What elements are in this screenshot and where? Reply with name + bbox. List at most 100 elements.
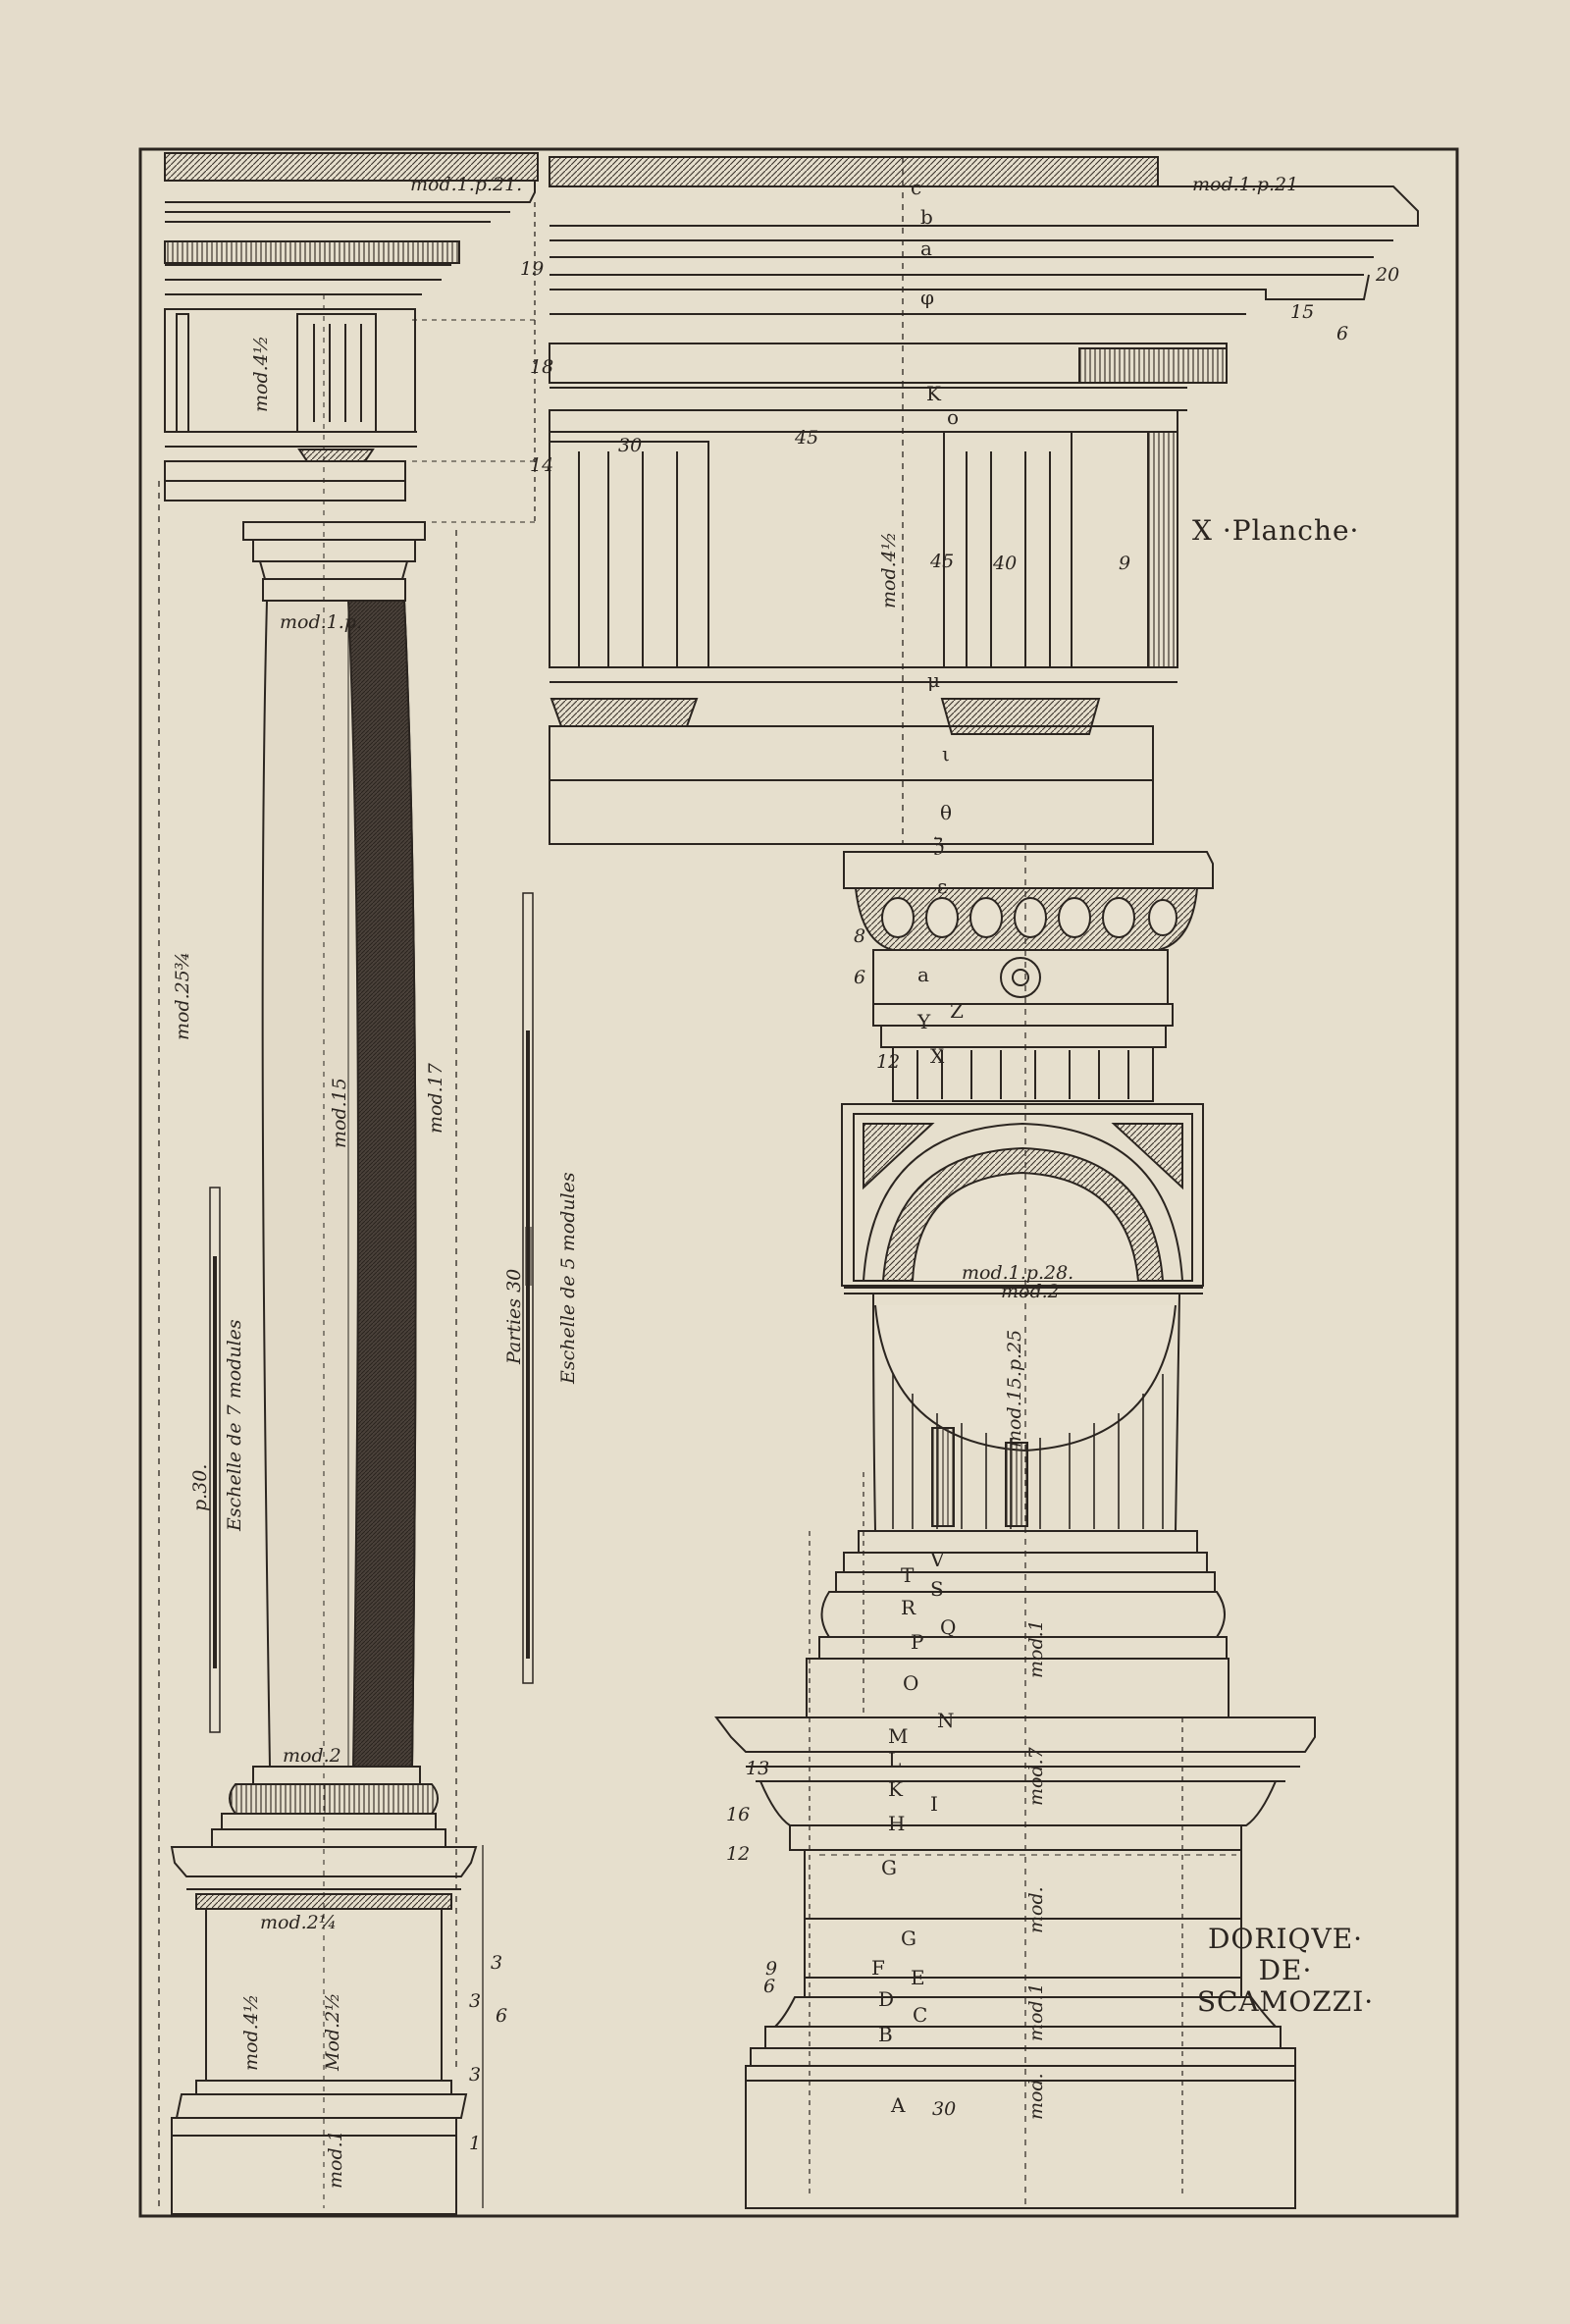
dim-label: mod. [1025, 1886, 1047, 1933]
plate-labels: X ·Planche· DORIQVE· DE· SCAMOZZI· mod.1… [172, 174, 1374, 2189]
molding-letter: μ [927, 668, 940, 692]
plate-border [138, 147, 1459, 2218]
pedestal-detail [714, 844, 1316, 2209]
dim-label: mod.1.p.21. [410, 174, 522, 195]
molding-letter: B [878, 2023, 893, 2046]
scale-left-parts: p.30. [189, 1464, 211, 1511]
molding-number: 3 [469, 1990, 481, 2012]
molding-letter: R [901, 1596, 916, 1619]
dim-label: Mod.2½ [322, 1992, 343, 2072]
dim-label: mod.17 [425, 1062, 446, 1134]
dim-label: mod.1.p. [280, 611, 362, 633]
dim-label: mod.2¼ [260, 1912, 337, 1933]
molding-letter: b [920, 205, 933, 229]
molding-number: 3 [491, 1952, 502, 1974]
molding-letter: Q [940, 1615, 956, 1639]
molding-letter: θ [940, 801, 952, 824]
scale-bar-right [522, 892, 534, 1684]
molding-number: 12 [876, 1051, 900, 1073]
molding-number: 9 [1119, 553, 1130, 574]
molding-number: 9 [765, 1958, 777, 1980]
molding-letter: Z [950, 999, 964, 1023]
molding-letter: S [930, 1577, 944, 1601]
molding-number: 19 [520, 258, 544, 280]
molding-letter: ε [937, 874, 947, 898]
molding-number: 40 [992, 553, 1017, 574]
dim-label: mod.4½ [250, 336, 272, 412]
molding-number: 16 [726, 1804, 750, 1825]
molding-number: 20 [1375, 264, 1399, 286]
dim-label: mod.2 [1001, 1281, 1060, 1302]
molding-letter: C [913, 2003, 927, 2027]
scale-left-label: Eschelle de 7 modules [224, 1319, 245, 1532]
molding-letter: a [920, 237, 932, 260]
scale-bar-left [209, 1187, 221, 1733]
molding-number: 1 [469, 2133, 481, 2154]
dim-label: mod.15.p.25 [1004, 1330, 1025, 1448]
caption-line-2: DE· [1259, 1954, 1313, 1986]
dim-label: mod.1.p.21 [1192, 174, 1298, 195]
molding-letter: H [888, 1812, 905, 1835]
molding-letter: K [888, 1777, 904, 1801]
molding-number: 15 [1290, 301, 1314, 323]
molding-letter: E [911, 1966, 925, 1989]
dim-label: mod.1 [1025, 1982, 1047, 2041]
molding-letter: V [929, 1548, 945, 1571]
dim-label: mod.1.p.28. [962, 1262, 1073, 1284]
molding-letter: P [911, 1630, 923, 1654]
molding-letter: Y [916, 1010, 931, 1033]
molding-number: 12 [726, 1843, 750, 1865]
plate-title: X ·Planche· [1192, 514, 1359, 547]
molding-letter: F [871, 1956, 885, 1980]
molding-number: 6 [763, 1976, 775, 1997]
dim-label: mod.4½ [240, 1994, 262, 2071]
left-full-order [158, 152, 539, 2215]
dim-label: mod.25¾ [172, 952, 193, 1040]
dim-label: mod.1 [325, 2130, 346, 2189]
molding-letter: A [890, 2093, 906, 2117]
caption-line-3: SCAMOZZI· [1197, 1985, 1374, 2018]
dim-label: mod. [1025, 2073, 1047, 2120]
molding-letter: L [888, 1748, 901, 1771]
molding-number: 6 [854, 967, 865, 988]
molding-number: 30 [932, 2098, 956, 2120]
molding-letter: T [901, 1563, 915, 1587]
molding-number: 6 [1336, 323, 1348, 344]
molding-letter: G [881, 1856, 897, 1879]
molding-number: 45 [929, 551, 954, 572]
molding-letter: a [917, 963, 929, 986]
molding-letter: I [930, 1792, 938, 1816]
molding-number: 45 [794, 427, 818, 449]
dim-label: mod.2 [283, 1745, 341, 1767]
molding-number: 13 [746, 1758, 769, 1779]
molding-letter: O [903, 1671, 918, 1695]
scale-right-label: Eschelle de 5 modules [557, 1172, 579, 1385]
molding-letter: ι [942, 742, 950, 766]
molding-letter: ℨ [932, 833, 944, 857]
molding-letter: φ [920, 286, 934, 309]
molding-letter: G [901, 1927, 916, 1950]
entablature-detail [549, 156, 1419, 845]
molding-letter: o [947, 405, 959, 429]
molding-letter: c [911, 176, 921, 199]
molding-letter: D [878, 1987, 894, 2011]
molding-number: 18 [530, 356, 553, 378]
molding-number: 30 [618, 435, 642, 456]
dim-label: mod.1 [1025, 1619, 1047, 1678]
molding-number: 8 [854, 925, 865, 947]
molding-number: 14 [530, 454, 553, 476]
molding-letter: M [888, 1724, 908, 1748]
molding-letter: N [937, 1709, 955, 1732]
molding-number: 6 [496, 2005, 507, 2027]
scale-right-parts: Parties 30 [503, 1269, 525, 1365]
dim-label: mod.7 [1025, 1746, 1047, 1806]
dim-label: mod.15 [329, 1078, 350, 1148]
molding-letter: X [930, 1044, 945, 1068]
dim-label: mod.4½ [878, 532, 900, 608]
molding-letter: K [926, 382, 942, 405]
molding-number: 3 [469, 2064, 481, 2086]
